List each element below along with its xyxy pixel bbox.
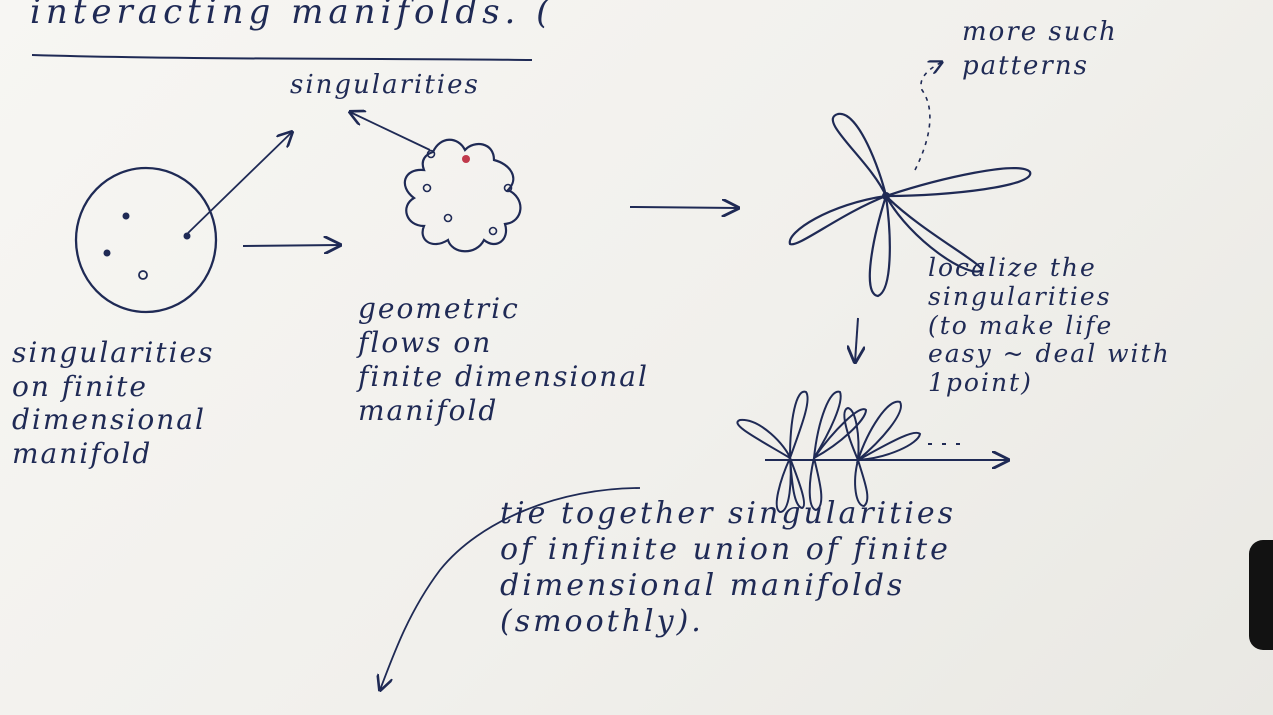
blob-point — [424, 185, 431, 192]
label-more-patterns: more such patterns — [962, 16, 1118, 84]
singular-point — [184, 233, 191, 240]
blob-point — [490, 228, 497, 235]
caption-localize: localize the singularities (to make life… — [928, 254, 1171, 398]
heading-underline — [32, 55, 532, 60]
flow-arrow-down — [855, 318, 858, 362]
singular-point-hollow — [139, 271, 147, 279]
caption-left: singularities on finite dimensional mani… — [12, 336, 214, 470]
caption-middle: geometric flows on finite dimensional ma… — [358, 292, 649, 429]
dotted-pointer — [915, 62, 942, 170]
flower-chain — [737, 392, 920, 512]
manifold-circle — [76, 168, 216, 312]
flow-arrow-1 — [243, 245, 340, 246]
blob-singularity — [462, 155, 470, 163]
singular-point — [123, 213, 130, 220]
pointer-arrow-blob — [350, 112, 430, 150]
singular-point — [104, 250, 111, 257]
page-heading: interacting manifolds. ( — [30, 0, 554, 33]
flow-blob — [405, 140, 521, 252]
photo-shadow — [1249, 540, 1273, 650]
label-singularities: singularities — [290, 70, 480, 102]
flow-arrow-2 — [630, 207, 738, 208]
caption-tie-together: tie together singularities of infinite u… — [500, 496, 956, 640]
pointer-arrow-singularities — [188, 132, 292, 233]
blob-point — [445, 215, 452, 222]
flower-center — [882, 192, 890, 200]
